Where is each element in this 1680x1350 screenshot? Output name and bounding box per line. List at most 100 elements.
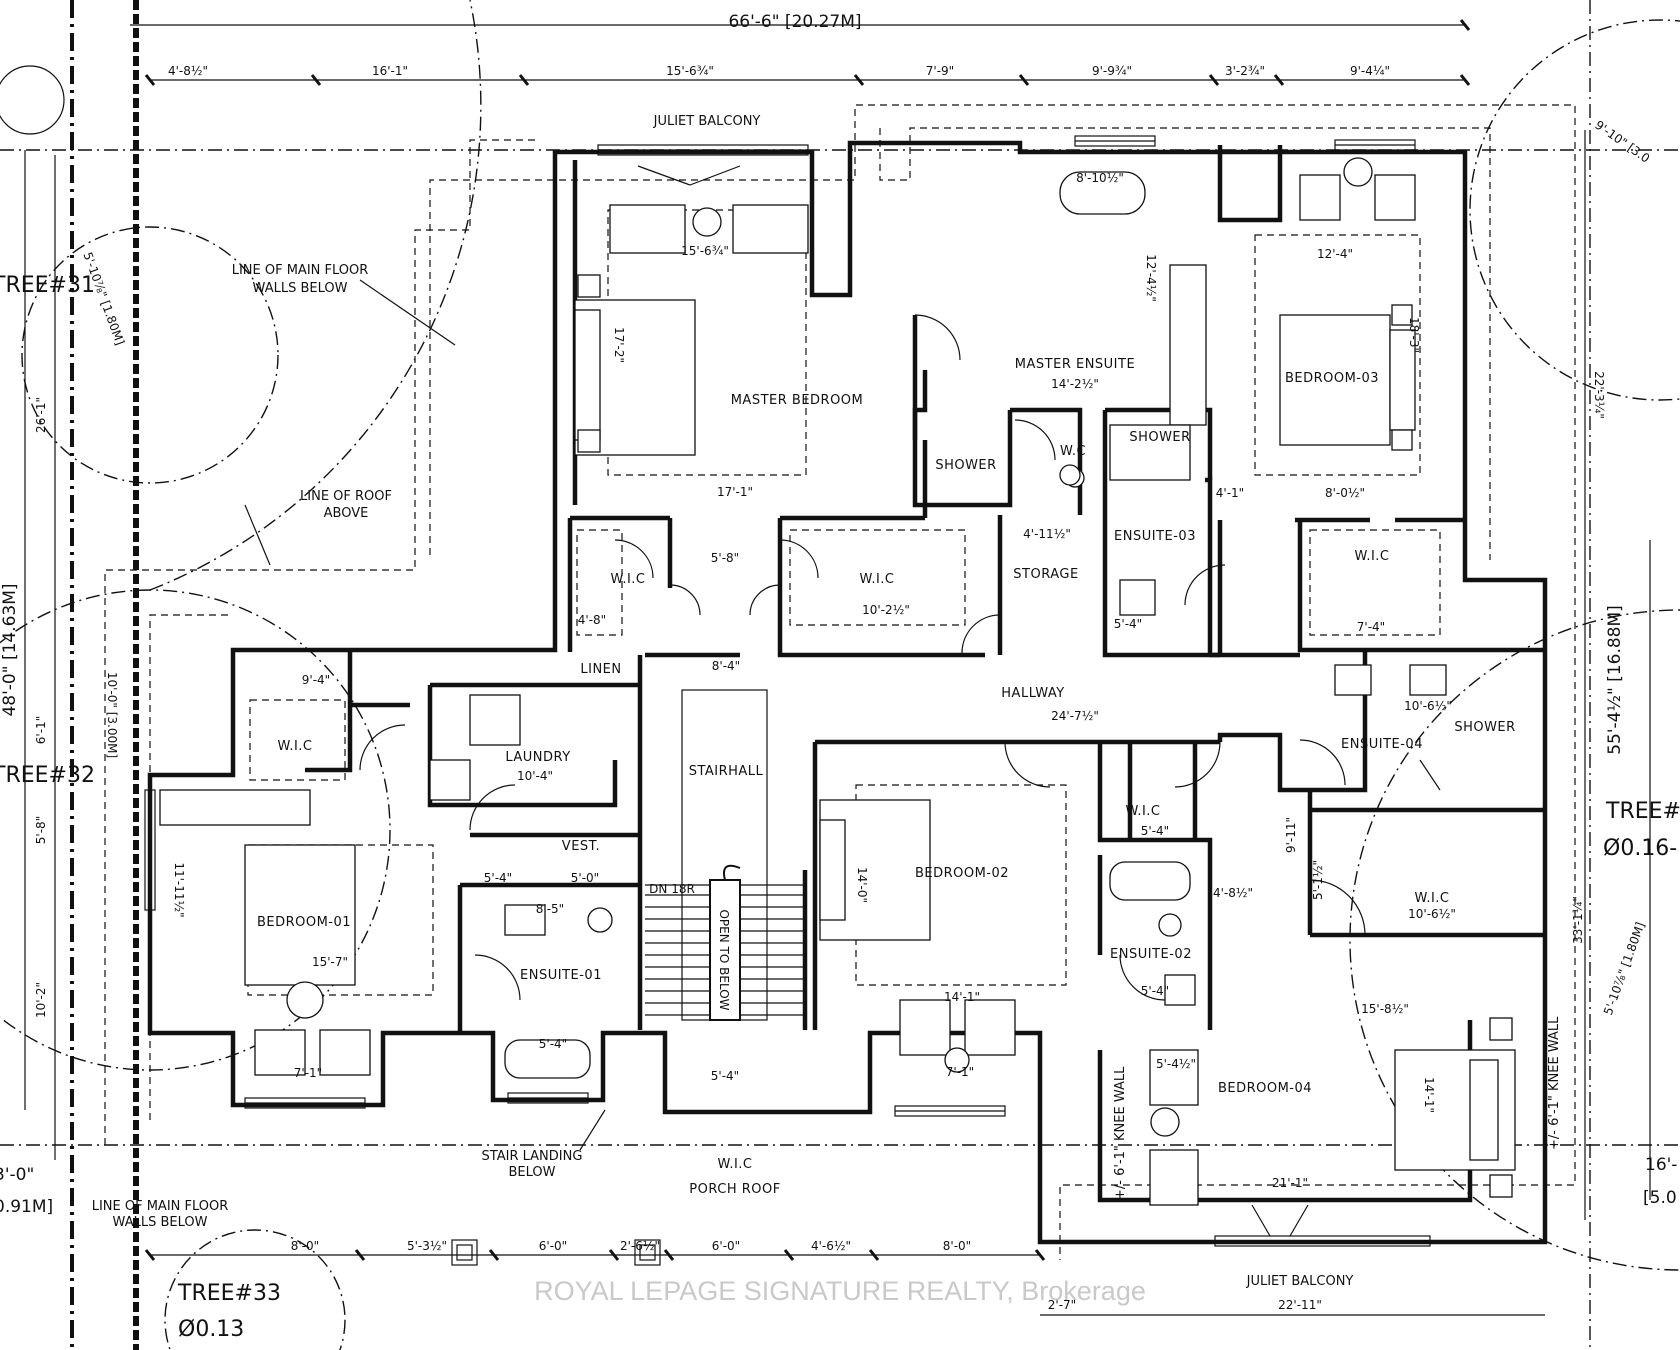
- dim-master-d: 17'-1": [717, 485, 753, 499]
- dim-top-6: 3'-2¾": [1225, 64, 1265, 78]
- tree-33-diameter: Ø0.13: [178, 1317, 244, 1342]
- dim-bottom-6: 4'-6½": [811, 1239, 851, 1253]
- dim-b2-h: 14'-0": [855, 867, 869, 903]
- label-hallway: HALLWAY: [1001, 686, 1064, 701]
- plan-notes: JULIET BALCONY JULIET BALCONY LINE OF MA…: [92, 114, 1562, 1289]
- label-linen: LINEN: [580, 662, 621, 677]
- dim-right-1: 22'-3¼": [1592, 371, 1606, 419]
- dim-overall-width: 66'-6" [20.27M]: [728, 12, 861, 32]
- tree-canopy-right-top: [1469, 19, 1680, 401]
- dim-wic2-w: 10'-2½": [862, 603, 910, 617]
- tree-right-diameter: Ø0.16-: [1603, 836, 1677, 861]
- exterior-wall: [147, 140, 1548, 1245]
- tree-32-label: TREE#32: [0, 763, 95, 788]
- dim-e3-w: 5'-4": [1114, 617, 1142, 631]
- note-main-floor-walls-b2: WALLS BELOW: [113, 1215, 208, 1230]
- dim-e1-w: 8'-5": [536, 902, 564, 916]
- note-stair-landing-1: STAIR LANDING: [482, 1149, 583, 1164]
- label-ensuite-01: ENSUITE-01: [520, 968, 602, 983]
- dim-me-t: 8'-10½": [1076, 171, 1124, 185]
- dim-bottom-5: 6'-0": [712, 1239, 740, 1253]
- dim-bottom-1: 8'-0": [291, 1239, 319, 1253]
- dim-top-5: 9'-9¾": [1092, 64, 1132, 78]
- label-wic-porch: W.I.C: [717, 1157, 752, 1172]
- note-main-floor-walls-2: WALLS BELOW: [253, 281, 348, 296]
- dim-top-7: 9'-4¼": [1350, 64, 1390, 78]
- dim-mid-3: 5'-1½": [1311, 860, 1325, 900]
- dim-top-3: 15'-6¾": [666, 64, 714, 78]
- dim-b1-b: 7'-1": [294, 1066, 322, 1080]
- watermark: ROYAL LEPAGE SIGNATURE REALTY, Brokerage: [534, 1276, 1146, 1306]
- dim-master-h: 17'-2": [612, 327, 626, 363]
- dim-storage-w: 4'-11½": [1023, 527, 1071, 541]
- label-ensuite-03: ENSUITE-03: [1114, 529, 1196, 544]
- label-bedroom-01: BEDROOM-01: [257, 915, 351, 930]
- dim-b3-r: 8'-0½": [1325, 486, 1365, 500]
- dim-b3-l: 4'-1": [1216, 486, 1244, 500]
- note-roof-above-1: LINE OF ROOF: [300, 489, 392, 504]
- porch-columns: [451, 1239, 661, 1266]
- dim-wic6-w: 10'-6½": [1408, 907, 1456, 921]
- label-wc: W.C: [1060, 444, 1086, 459]
- label-master-bedroom: MASTER BEDROOM: [731, 393, 864, 408]
- dim-bottom-2: 5'-3½": [407, 1239, 447, 1253]
- line-roof-above: [104, 139, 540, 1145]
- dim-left-9: 10'-0" [3.00M]: [105, 672, 119, 758]
- doors: [359, 165, 1441, 1237]
- dim-b2-w: 14'-1": [944, 990, 980, 1004]
- label-wic-5: W.I.C: [1125, 804, 1160, 819]
- dim-right-4: 5'-10⅞" [1.80M]: [1601, 920, 1648, 1017]
- tree-canopy-33: [164, 1229, 346, 1350]
- dim-top-2: 16'-1": [372, 64, 408, 78]
- dim-bottom-4: 2'-6½": [620, 1239, 660, 1253]
- room-labels: MASTER BEDROOM MASTER ENSUITE BEDROOM-03…: [257, 357, 1515, 1197]
- windows: [144, 135, 1431, 1247]
- note-main-floor-walls-1: LINE OF MAIN FLOOR: [232, 263, 369, 278]
- dim-doors-w: 5'-8": [711, 551, 739, 565]
- dim-bottom-7: 8'-0": [943, 1239, 971, 1253]
- dim-vest-r: 5'-0": [571, 871, 599, 885]
- tree-33-label: TREE#33: [177, 1281, 281, 1306]
- dim-b3-h: 18'-3": [1407, 317, 1421, 353]
- dim-b4-h: 14'-1": [1422, 1077, 1436, 1113]
- label-shower-a: SHOWER: [935, 458, 996, 473]
- label-wic-6: W.I.C: [1414, 891, 1449, 906]
- dim-bottom-8: 2'-7": [1048, 1298, 1076, 1312]
- note-roof-above-2: ABOVE: [324, 506, 369, 521]
- label-stairhall: STAIRHALL: [689, 764, 764, 779]
- tree-right-label: TREE#: [1605, 799, 1680, 824]
- dim-right-2: 55'-4½" [16.88M]: [1605, 605, 1625, 755]
- leader-stair: [579, 1109, 606, 1151]
- dim-hallway: 24'-7½": [1051, 709, 1099, 723]
- dim-master-w: 15'-6¾": [681, 244, 729, 258]
- note-open-to-below: OPEN TO BELOW: [717, 909, 731, 1010]
- tree-31-label: TREE#31: [0, 273, 95, 298]
- note-main-floor-walls-b1: LINE OF MAIN FLOOR: [92, 1199, 229, 1214]
- dim-e1-b: 5'-4": [539, 1037, 567, 1051]
- line-roof-left: [149, 614, 230, 1120]
- dim-e2-b: 5'-4": [1141, 984, 1169, 998]
- dim-left-6: 3'-0": [0, 1165, 34, 1185]
- dim-wic-w: 9'-4": [302, 673, 330, 687]
- note-knee-wall-left: +/- 6'-1" KNEE WALL: [1113, 1066, 1128, 1200]
- dim-porch-w: 5'-4": [711, 1069, 739, 1083]
- tree-canopy-32: [0, 589, 391, 1071]
- label-vest: VEST.: [562, 839, 600, 854]
- dim-top-4: 7'-9": [926, 64, 954, 78]
- stairs: [645, 689, 805, 1021]
- dim-stair-w: 8'-4": [712, 659, 740, 673]
- dim-right-3: 33'-1¼": [1571, 896, 1585, 944]
- tree-trunk-marker: [0, 65, 65, 135]
- note-dn: DN 18R: [649, 882, 695, 896]
- label-wic-4: W.I.C: [277, 739, 312, 754]
- note-juliet-balcony-top: JULIET BALCONY: [653, 114, 761, 129]
- dim-b1-w: 15'-7": [312, 955, 348, 969]
- dim-b4-s: 5'-4½": [1156, 1057, 1196, 1071]
- dim-right-6: [5.0: [1643, 1188, 1677, 1208]
- dim-top-1: 4'-8½": [168, 64, 208, 78]
- dim-mid-1: 4'-8½": [1213, 886, 1253, 900]
- tree-labels: TREE#31 TREE#32 TREE#33 Ø0.13 TREE# Ø0.1…: [0, 273, 1680, 1342]
- dim-mid-2: 9'-11": [1284, 817, 1298, 853]
- dim-wic4-w: 7'-4": [1357, 620, 1385, 634]
